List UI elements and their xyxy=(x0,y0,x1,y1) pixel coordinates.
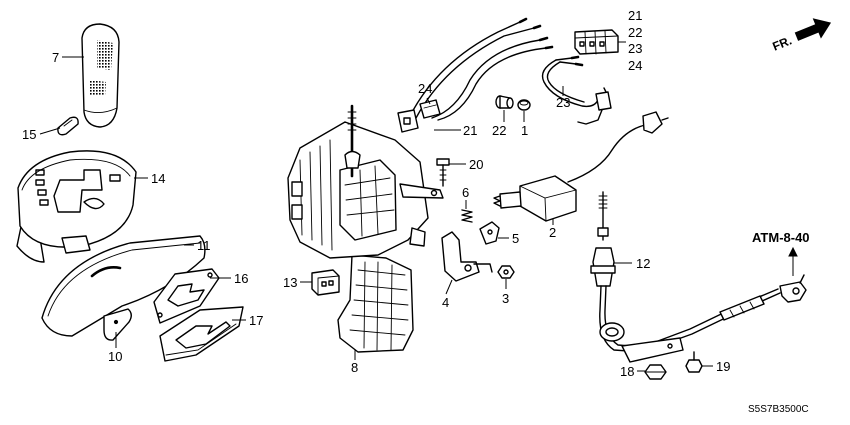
curved-cover-part-11 xyxy=(41,235,206,337)
callout-11: 11 xyxy=(197,238,211,253)
bolt-part-19 xyxy=(685,351,703,373)
callout-19: 19 xyxy=(716,359,730,374)
reference-arrow-icon xyxy=(788,246,798,276)
callout-17: 17 xyxy=(249,313,263,328)
wire-harness-part-21 xyxy=(397,17,554,133)
bolt-part-20 xyxy=(436,158,450,187)
callout-22: 22 xyxy=(492,123,506,138)
callout-7: 7 xyxy=(52,50,59,65)
solenoid-part-2 xyxy=(493,111,669,222)
slide-plate-part-17 xyxy=(159,306,244,362)
callout-4: 4 xyxy=(442,295,449,310)
connector-part-13 xyxy=(311,269,340,296)
callout-23: 23 xyxy=(556,95,570,110)
cover-piece-part-10 xyxy=(103,308,132,341)
nut-part-18 xyxy=(644,364,667,380)
callout-2: 2 xyxy=(549,225,556,240)
callout-1: 1 xyxy=(521,123,528,138)
callout-3: 3 xyxy=(502,291,509,306)
callout-16: 16 xyxy=(234,271,248,286)
clip-part-15 xyxy=(57,116,79,136)
callout-8: 8 xyxy=(351,360,358,375)
callout-5: 5 xyxy=(512,231,519,246)
nut-part-3 xyxy=(497,265,515,279)
callout-20: 20 xyxy=(469,157,483,172)
callout-15: 15 xyxy=(22,127,36,142)
stack-callout-21: 21 xyxy=(628,8,642,23)
callout-14: 14 xyxy=(151,171,165,186)
spring-part-6 xyxy=(461,209,473,223)
connector-part-21-24 xyxy=(574,29,619,55)
bracket-part-4 xyxy=(441,231,493,282)
indicator-bezel-part-14 xyxy=(16,150,137,263)
front-direction-label: FR. xyxy=(771,33,794,53)
callout-labels: 7 15 14 11 16 17 10 13 8 4 3 5 6 20 21 2… xyxy=(22,8,730,379)
callout-6: 6 xyxy=(462,185,469,200)
reference-label: ATM-8-40 xyxy=(752,230,810,245)
front-direction-arrow-icon: FR. xyxy=(771,18,832,54)
callout-24: 24 xyxy=(418,81,432,96)
grommet-part-22 xyxy=(495,95,514,109)
cap-part-1 xyxy=(517,99,531,111)
stack-callout-22: 22 xyxy=(628,25,642,40)
drawing-code: S5S7B3500C xyxy=(748,404,809,415)
stack-callout-23: 23 xyxy=(628,41,642,56)
callout-12: 12 xyxy=(636,256,650,271)
callout-18: 18 xyxy=(620,364,634,379)
lever-piece-part-5 xyxy=(479,221,500,245)
stack-callout-24: 24 xyxy=(628,58,642,73)
callout-21: 21 xyxy=(463,123,477,138)
connector-part-24 xyxy=(419,99,441,119)
callout-13: 13 xyxy=(283,275,297,290)
wire-harness-part-23 xyxy=(541,55,612,125)
shift-cable-part-12 xyxy=(590,191,807,363)
callout-10: 10 xyxy=(108,349,122,364)
shift-lever-assembly-part-8 xyxy=(287,104,444,353)
shift-knob-part-7 xyxy=(81,23,120,128)
leader-lines xyxy=(39,41,713,372)
